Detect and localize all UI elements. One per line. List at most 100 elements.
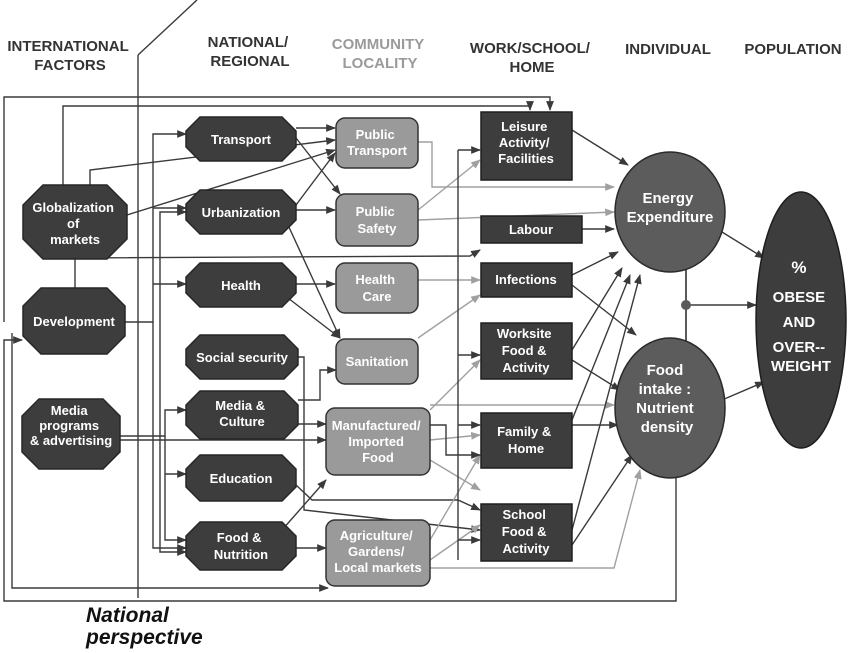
node-label: Social security [196, 350, 289, 365]
node-family-home: Family & Home [480, 412, 573, 469]
node-label: Local markets [334, 560, 421, 575]
connector-arrow [571, 267, 623, 351]
node-label: Agriculture/ [340, 528, 413, 543]
connector-arrow [159, 436, 187, 556]
connector-arrow [571, 284, 637, 336]
node-label: COMMUNITY [332, 36, 424, 53]
node-label: Media [51, 403, 89, 418]
column-headers: INTERNATIONAL FACTORS NATIONAL/ REGIONAL… [7, 34, 841, 76]
connector-arrow [152, 322, 187, 552]
node-label: Health [355, 272, 395, 287]
node-worksite: Worksite Food & Activity [480, 322, 573, 380]
connector [11, 333, 329, 592]
connector-arrow [430, 469, 642, 569]
node-shape [335, 338, 419, 385]
connector-arrow [571, 274, 631, 421]
node-label: Development [33, 314, 115, 329]
node-label: OVER-- [773, 339, 826, 356]
node-infections: Infections [480, 262, 573, 298]
node-shape [480, 111, 573, 181]
connector-arrow [417, 294, 481, 339]
connector-arrow [721, 231, 765, 259]
node-shape [614, 151, 726, 273]
connector [3, 336, 677, 602]
node-label: intake : [639, 381, 692, 398]
node-label: REGIONAL [210, 53, 289, 70]
node-school: School Food & Activity [480, 503, 573, 562]
connector-arrow [125, 130, 187, 323]
node-development: Development [22, 287, 126, 355]
node-label: Health Care [355, 272, 398, 304]
node-transport: Transport [185, 116, 297, 162]
node-label: % OBESE AND OVER-- WEIGHT [771, 258, 831, 375]
node-label: Infections [495, 272, 556, 287]
node-shape [325, 407, 431, 476]
node-label: Education [210, 471, 273, 486]
node-label: Media & [215, 398, 265, 413]
node-label: & advertising [30, 433, 112, 448]
node-label: Activity/ [499, 135, 550, 150]
node-label: Nutrient [636, 400, 694, 417]
connector-arrow [418, 141, 615, 191]
node-label: Globalization [32, 200, 114, 215]
node-label: Media & Culture [215, 398, 268, 429]
header-work-school-home: WORK/SCHOOL/ HOME [470, 40, 594, 76]
node-label: INTERNATIONAL [7, 38, 128, 55]
node-label: Transport [211, 132, 272, 147]
connector-arrow [287, 224, 341, 339]
header-international: INTERNATIONAL FACTORS [7, 38, 132, 74]
node-label: markets [50, 232, 100, 247]
connector-arrow [430, 424, 481, 459]
connector-arrow [417, 159, 481, 211]
connector-arrow [571, 251, 619, 276]
node-label: Labour [509, 222, 553, 237]
node-shape [22, 287, 126, 355]
node-label: Leisure Activity/ Facilities [498, 119, 554, 166]
node-shape [480, 412, 573, 469]
community-nodes: Public Transport Public Safety Health Ca… [325, 117, 431, 587]
node-label: Globalization of markets [32, 200, 117, 247]
connector-arrow [295, 484, 481, 511]
node-label: AND [783, 314, 816, 331]
node-label: programs [39, 418, 99, 433]
node-label: Activity [503, 541, 551, 556]
node-label: Family & Home [497, 424, 555, 456]
perspective-diagonal-line [137, 0, 198, 56]
node-shape [325, 519, 431, 587]
node-label: Expenditure [627, 209, 714, 226]
node-shape [185, 189, 297, 235]
junction-dot [681, 300, 691, 310]
node-food-intake: Food intake : Nutrient density [614, 337, 726, 479]
node-label: Energy Expenditure [627, 190, 714, 226]
frame-lines [3, 0, 677, 602]
connector-arrow [120, 406, 187, 437]
connector-arrow [159, 208, 187, 436]
node-shape [185, 454, 297, 502]
node-shape [185, 521, 297, 571]
node-label: WORK/SCHOOL/ [470, 40, 591, 57]
node-label: Home [508, 441, 544, 456]
node-label: Sanitation [346, 354, 409, 369]
node-label: Health [221, 278, 261, 293]
node-shape [335, 193, 419, 247]
node-label: Agriculture/ Gardens/ Local markets [334, 528, 421, 575]
connector-arrow [164, 474, 187, 544]
connector-arrow [429, 431, 481, 441]
node-label: Public [356, 127, 395, 142]
node-shape [185, 390, 299, 440]
node-label: Culture [219, 414, 265, 429]
node-shape [185, 116, 297, 162]
national-perspective-label: National perspective [85, 604, 203, 649]
node-media-programs: Media programs & advertising [21, 398, 121, 470]
node-label: WEIGHT [771, 358, 831, 375]
node-label: Sanitation [346, 354, 409, 369]
connector-arrow [126, 148, 336, 216]
node-label: Education [210, 471, 273, 486]
node-label: Family & [497, 424, 551, 439]
node-label: Gardens/ [348, 544, 405, 559]
node-label: Food & Nutrition [214, 530, 268, 562]
node-shape [21, 398, 121, 470]
node-label: Labour [509, 222, 553, 237]
node-urbanization: Urbanization [185, 189, 297, 235]
